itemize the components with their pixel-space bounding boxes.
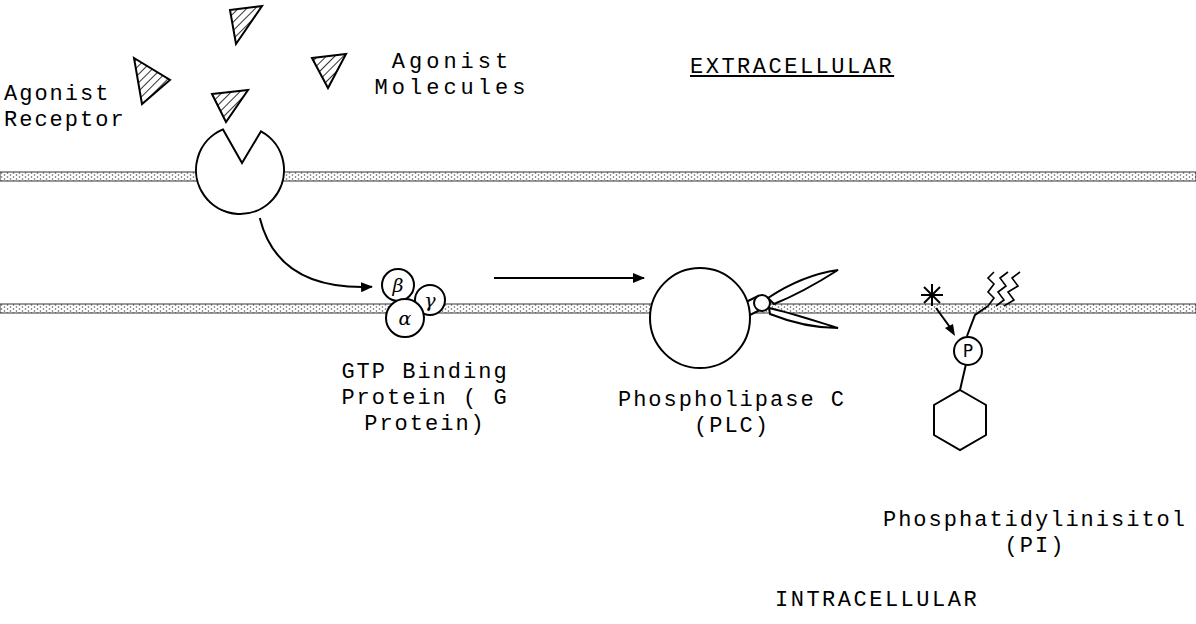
node-label: Phospholipase C (PLC) — [612, 388, 852, 440]
phosphate-circle: P — [953, 336, 983, 366]
shape-part — [960, 364, 966, 390]
node-label: Agonist Receptor — [4, 82, 134, 134]
shape-part — [988, 272, 994, 306]
agonist-molecule — [134, 58, 170, 104]
shape-part — [996, 272, 1008, 306]
shape-part — [967, 306, 988, 336]
subunit-circle: β — [381, 268, 415, 302]
shape-part — [1004, 272, 1020, 306]
annotation: Agonist Molecules — [366, 50, 538, 102]
lipid-molecule: Phosphatidylinisitol (PI)P — [930, 270, 1040, 455]
region-label: EXTRACELLULAR — [690, 55, 950, 81]
radiolabel-star — [921, 284, 943, 306]
region-label: INTRACELLULAR — [775, 588, 1035, 614]
cell-membrane — [0, 304, 1196, 313]
node-text: γ — [424, 290, 435, 310]
shape-part — [196, 129, 284, 214]
g-protein-group: GTP Binding Protein ( G Protein)βγα — [376, 264, 448, 340]
node-text: β — [393, 275, 404, 295]
shape-part — [650, 268, 750, 368]
shape-part — [769, 308, 838, 328]
shape-outline — [930, 270, 1040, 455]
node-label: Phosphatidylinisitol (PI) — [882, 508, 1188, 560]
receptor-shape: Agonist Receptor — [195, 125, 285, 215]
shape-outline — [648, 266, 840, 370]
agonist-molecule — [212, 90, 248, 122]
star-stroke — [921, 294, 943, 296]
subunit-circle: α — [385, 298, 425, 338]
shape-part — [768, 270, 838, 304]
node-text: P — [963, 342, 973, 360]
shape-outline — [195, 125, 285, 215]
enzyme-shape: Phospholipase C (PLC) — [648, 266, 840, 370]
arrow-head — [945, 324, 955, 336]
node-text: α — [399, 308, 412, 328]
flow-arrow — [494, 277, 644, 279]
node-label: GTP Binding Protein ( G Protein) — [295, 360, 555, 438]
flow-arrow — [260, 218, 372, 287]
shape-part — [934, 390, 986, 450]
cell-membrane — [0, 172, 1196, 181]
agonist-molecule — [230, 6, 262, 44]
agonist-molecule — [312, 54, 346, 88]
